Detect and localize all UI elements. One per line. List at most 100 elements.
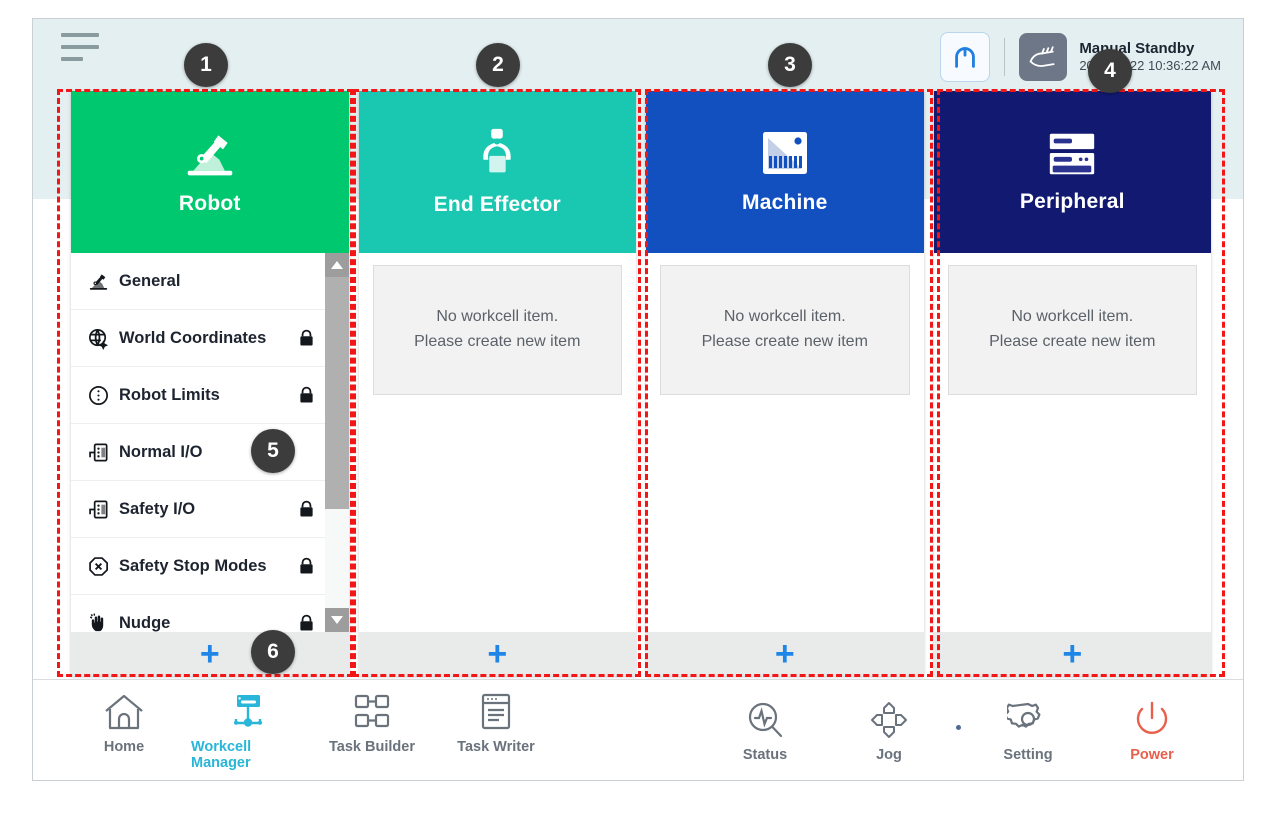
- chevron-down-icon: [330, 616, 343, 624]
- empty-line-2: Please create new item: [989, 333, 1156, 350]
- list-item[interactable]: Safety Stop Modes: [71, 538, 325, 595]
- add-end-effector-item-button[interactable]: +: [358, 632, 636, 676]
- task-writer-icon: [475, 690, 517, 732]
- annotation-badge-3: 3: [768, 43, 812, 87]
- nav-item-power[interactable]: Power: [1095, 698, 1209, 763]
- empty-state: No workcell item. Please create new item: [660, 265, 910, 395]
- add-robot-item-button[interactable]: +: [71, 632, 349, 676]
- list-item[interactable]: General: [71, 253, 325, 310]
- nav-item-task-writer[interactable]: Task Writer: [439, 690, 553, 771]
- workcell-column-end-effector: End Effector No workcell item. Please cr…: [358, 91, 636, 676]
- nav-label: Power: [1130, 746, 1174, 763]
- list-item-label: Robot Limits: [119, 385, 220, 404]
- machine-icon: [762, 132, 807, 174]
- nav-label: Status: [742, 746, 788, 763]
- jog-dpad-icon: [868, 698, 910, 740]
- globe-axis-icon: [81, 327, 115, 350]
- list-item-label: General: [119, 271, 181, 290]
- column-title: End Effector: [433, 193, 561, 216]
- gripper-icon: [483, 128, 511, 173]
- column-header-end-effector[interactable]: End Effector: [358, 91, 636, 253]
- scroll-up-button[interactable]: [324, 253, 349, 277]
- vertical-divider: [1004, 38, 1006, 76]
- empty-line-2: Please create new item: [701, 333, 868, 350]
- nav-item-status[interactable]: Status: [708, 698, 822, 763]
- column-body-peripheral: No workcell item. Please create new item: [933, 253, 1211, 632]
- column-body-robot: General World Coordinates: [71, 253, 349, 632]
- annotation-badge-6: 6: [251, 630, 295, 674]
- list-item-label: Normal I/O: [119, 442, 203, 461]
- nav-item-home[interactable]: Home: [67, 690, 181, 771]
- lock-icon: [297, 614, 317, 632]
- list-scrollbar[interactable]: [324, 253, 349, 632]
- annotation-badge-2: 2: [476, 43, 520, 87]
- nav-item-jog[interactable]: Jog: [832, 698, 946, 763]
- column-header-peripheral[interactable]: Peripheral: [933, 91, 1211, 253]
- list-item-label: Nudge: [119, 613, 171, 632]
- app-screen: Manual Standby 2022.12.22 10:36:22 AM Ro…: [32, 18, 1244, 781]
- empty-state: No workcell item. Please create new item: [947, 265, 1197, 395]
- add-peripheral-item-button[interactable]: +: [933, 632, 1211, 676]
- nav-label: Workcell Manager: [191, 738, 252, 771]
- nav-label: Jog: [876, 746, 902, 763]
- cobot-arc-icon[interactable]: [940, 32, 991, 82]
- list-item-label: World Coordinates: [119, 328, 267, 347]
- home-icon: [103, 690, 145, 732]
- hamburger-line: [61, 45, 99, 49]
- limits-circle-icon: [81, 384, 115, 407]
- empty-line-2: Please create new item: [414, 333, 581, 350]
- status-cluster: Manual Standby 2022.12.22 10:36:22 AM: [940, 29, 1221, 85]
- list-item[interactable]: World Coordinates: [71, 310, 325, 367]
- annotation-badge-5: 5: [251, 429, 295, 473]
- scroll-down-button[interactable]: [324, 608, 349, 632]
- hamburger-line: [61, 57, 83, 61]
- workcell-icon: [227, 690, 269, 732]
- workcell-column-peripheral: Peripheral No workcell item. Please crea…: [933, 91, 1211, 676]
- column-body-machine: No workcell item. Please create new item: [646, 253, 924, 632]
- list-item-label: Safety I/O: [119, 499, 196, 518]
- nav-item-task-builder[interactable]: Task Builder: [315, 690, 429, 771]
- io-port-icon: [81, 498, 115, 521]
- manual-hand-icon[interactable]: [1019, 33, 1068, 81]
- annotation-badge-4: 4: [1088, 49, 1132, 93]
- robot-settings-list: General World Coordinates: [71, 253, 325, 632]
- hamburger-menu-icon[interactable]: [61, 33, 107, 73]
- column-header-machine[interactable]: Machine: [646, 91, 924, 253]
- column-title: Machine: [742, 191, 828, 214]
- list-item[interactable]: Nudge: [71, 595, 325, 632]
- nav-left-group: Home Workcell Manage: [67, 690, 553, 771]
- nav-item-setting[interactable]: Setting: [971, 698, 1085, 763]
- column-header-robot[interactable]: Robot: [71, 91, 349, 253]
- stop-octagon-icon: [81, 555, 115, 578]
- task-builder-icon: [351, 690, 393, 732]
- annotation-badge-1: 1: [184, 43, 228, 87]
- column-title: Peripheral: [1019, 190, 1125, 213]
- robot-arm-icon: [187, 135, 233, 176]
- gear-icon: [1007, 698, 1049, 740]
- add-machine-item-button[interactable]: +: [646, 632, 924, 676]
- list-item-label: Safety Stop Modes: [119, 556, 267, 575]
- io-port-icon: [81, 441, 115, 464]
- nav-right-group: Status Jog: [708, 698, 1209, 763]
- hamburger-line: [61, 33, 99, 37]
- power-icon: [1131, 698, 1173, 740]
- peripheral-rack-icon: [1050, 133, 1095, 175]
- nav-item-workcell-manager[interactable]: Workcell Manager: [191, 690, 305, 771]
- scrollbar-thumb[interactable]: [324, 277, 349, 509]
- workcell-column-robot: Robot: [71, 91, 349, 676]
- empty-line-1: No workcell item.: [723, 308, 846, 326]
- nav-label: Home: [103, 738, 145, 755]
- column-body-end-effector: No workcell item. Please create new item: [358, 253, 636, 632]
- status-magnifier-icon: [744, 698, 786, 740]
- list-item[interactable]: Safety I/O: [71, 481, 325, 538]
- list-item[interactable]: Normal I/O: [71, 424, 325, 481]
- empty-line-1: No workcell item.: [436, 308, 559, 326]
- column-title: Robot: [178, 192, 241, 215]
- list-item[interactable]: Robot Limits: [71, 367, 325, 424]
- lock-icon: [297, 500, 317, 518]
- nudge-hand-icon: [81, 612, 115, 633]
- nav-label: Task Builder: [329, 738, 415, 755]
- workcell-column-machine: Machine No workcell item. Please create …: [646, 91, 924, 676]
- workcell-columns: Robot: [71, 91, 1211, 676]
- lock-icon: [297, 329, 317, 347]
